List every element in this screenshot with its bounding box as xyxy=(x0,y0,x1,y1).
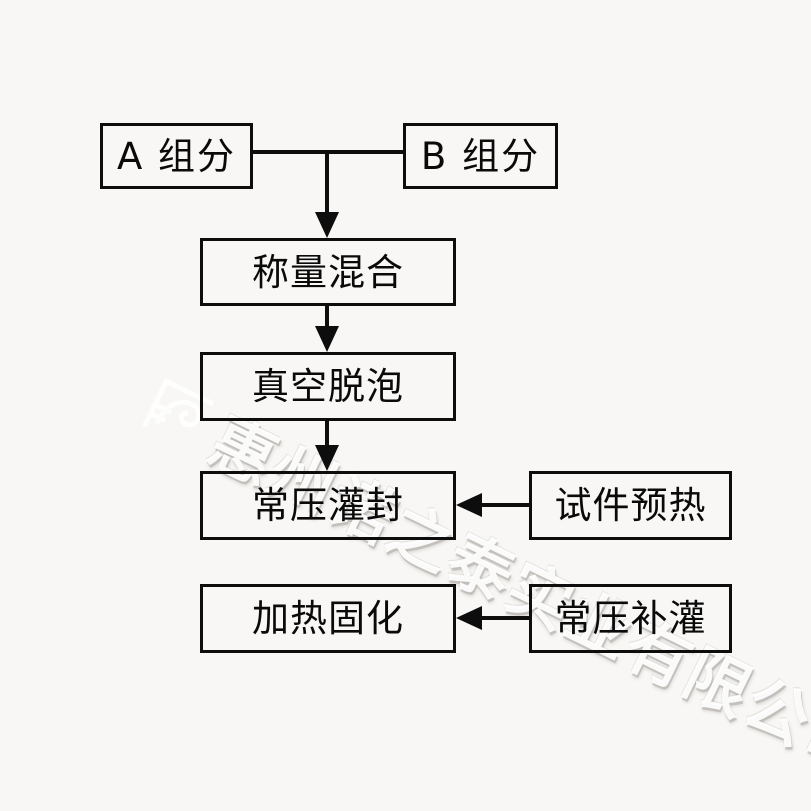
arrowhead-into-weigh-mix xyxy=(315,212,339,238)
arrowhead-into-potting-left xyxy=(456,493,482,517)
node-specimen-preheat[interactable]: 试件预热 xyxy=(529,471,732,540)
node-component-a[interactable]: A 组分 xyxy=(100,123,253,189)
connector-bus-to-mix xyxy=(325,150,329,222)
node-component-b[interactable]: B 组分 xyxy=(403,123,558,189)
node-specimen-preheat-label: 试件预热 xyxy=(554,484,707,527)
node-atmospheric-refill[interactable]: 常压补灌 xyxy=(529,584,732,653)
node-heat-cure[interactable]: 加热固化 xyxy=(200,584,456,653)
node-component-b-label: B 组分 xyxy=(420,134,541,178)
node-vacuum-degas-label: 真空脱泡 xyxy=(252,365,404,408)
node-weigh-mix-label: 称量混合 xyxy=(252,250,404,294)
node-atmospheric-refill-label: 常压补灌 xyxy=(554,597,707,640)
connector-degas-to-potting xyxy=(325,421,329,455)
connector-refill-to-cure xyxy=(478,616,529,620)
node-atmospheric-potting[interactable]: 常压灌封 xyxy=(200,471,456,540)
connector-mix-to-degas xyxy=(325,306,329,336)
arrowhead-into-potting xyxy=(315,445,339,471)
connector-preheat-to-potting xyxy=(478,503,529,507)
node-heat-cure-label: 加热固化 xyxy=(252,597,404,640)
arrowhead-into-vacuum-degas xyxy=(315,326,339,352)
node-atmospheric-potting-label: 常压灌封 xyxy=(252,484,404,527)
node-weigh-mix[interactable]: 称量混合 xyxy=(200,238,456,306)
node-component-a-label: A 组分 xyxy=(116,134,237,178)
node-vacuum-degas[interactable]: 真空脱泡 xyxy=(200,352,456,421)
arrowhead-into-heat-cure xyxy=(456,606,482,630)
